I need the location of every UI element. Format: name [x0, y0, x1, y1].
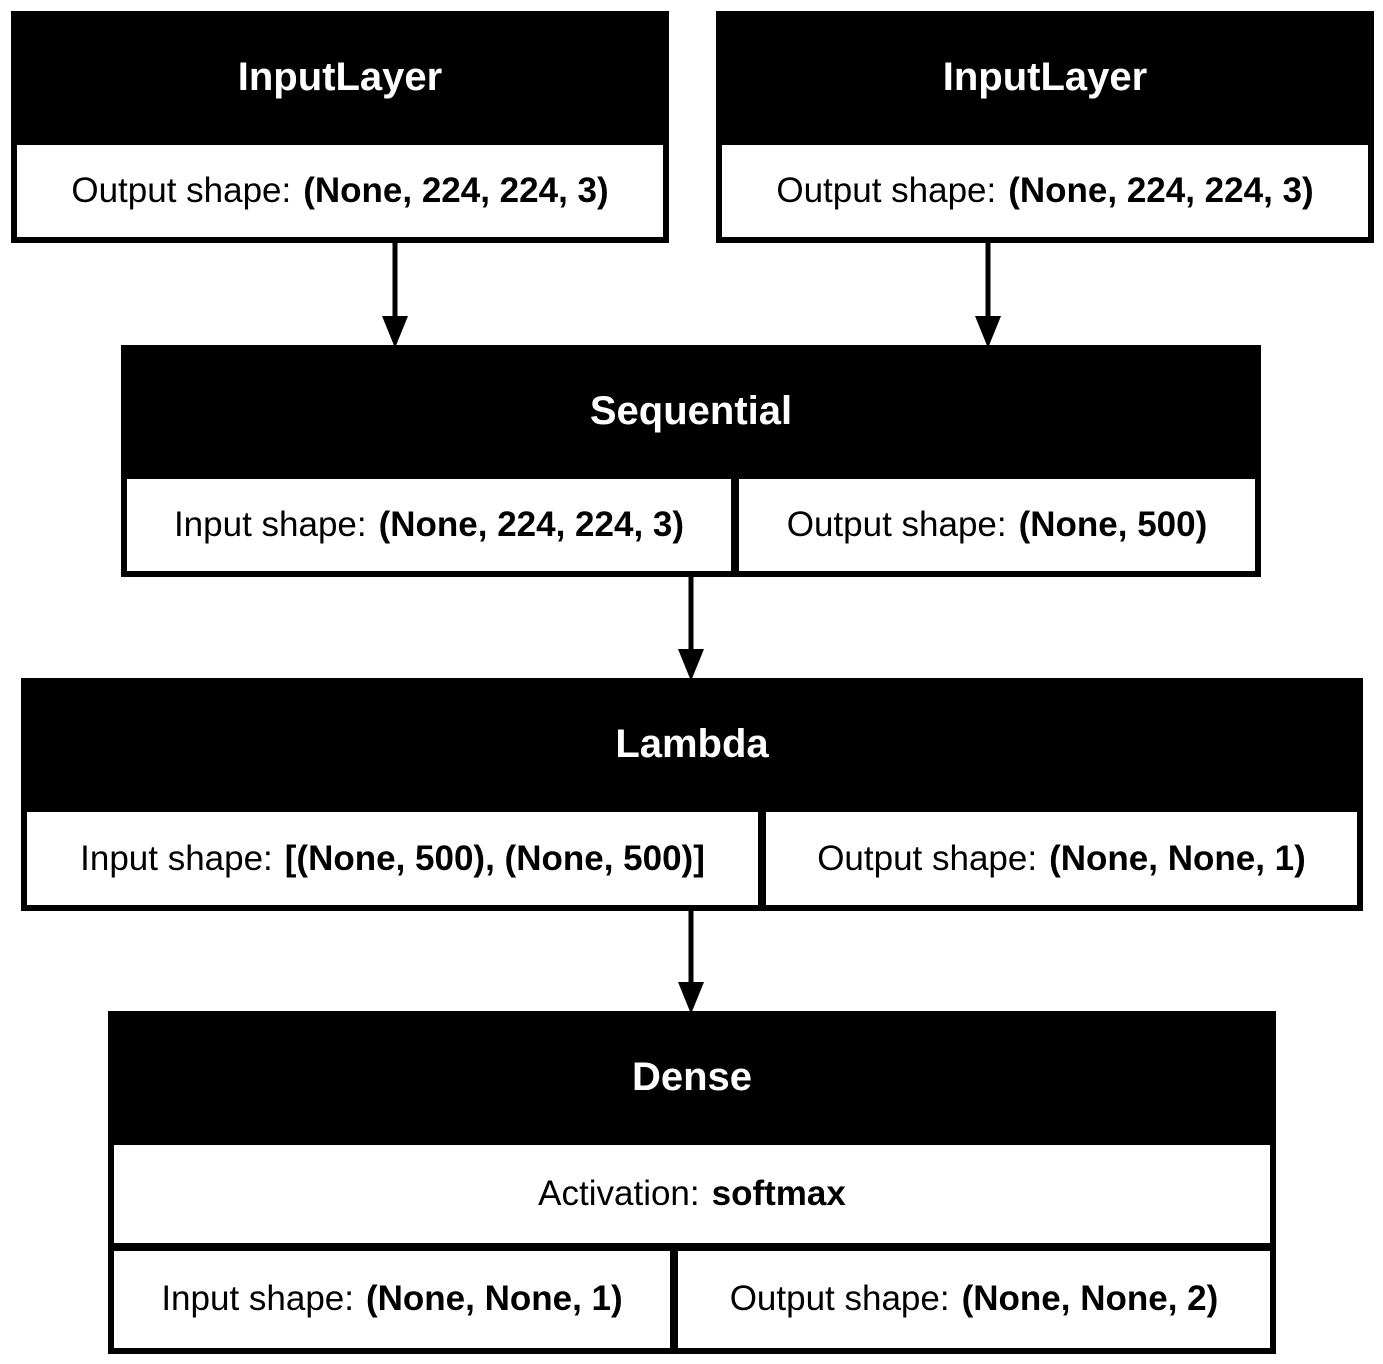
node-shape-row: Input shape: (None, None, 1) Output shap…	[114, 1250, 1270, 1348]
activation-cell: Activation: softmax	[114, 1145, 1270, 1243]
output-shape-cell: Output shape: (None, None, 1)	[766, 812, 1357, 905]
output-shape-label: Output shape:	[786, 505, 1007, 544]
output-shape-label: Output shape:	[817, 838, 1038, 878]
input-shape-label: Input shape:	[80, 838, 273, 878]
node-shape-row: Input shape: (None, 224, 224, 3) Output …	[127, 479, 1255, 571]
arrowhead-icon	[975, 316, 1001, 348]
input-shape-value: (None, 224, 224, 3)	[378, 505, 685, 544]
dense-node: Dense Activation: softmax Input shape: (…	[108, 1011, 1276, 1354]
edge-input-b-to-sequential	[975, 243, 1001, 348]
input-shape-cell: Input shape: (None, None, 1)	[114, 1250, 670, 1348]
output-shape-value: (None, 224, 224, 3)	[303, 171, 609, 210]
input-layer-node-a: InputLayer Output shape: (None, 224, 224…	[11, 11, 669, 243]
input-layer-node-b: InputLayer Output shape: (None, 224, 224…	[716, 11, 1374, 243]
input-shape-cell: Input shape: (None, 224, 224, 3)	[127, 479, 731, 571]
output-shape-value: (None, 224, 224, 3)	[1008, 171, 1314, 210]
output-shape-value: (None, 500)	[1018, 505, 1208, 544]
input-shape-value: (None, None, 1)	[365, 1279, 623, 1319]
edge-sequential-to-lambda	[678, 577, 704, 681]
input-shape-value: [(None, 500), (None, 500)]	[284, 838, 705, 878]
arrowhead-icon	[678, 649, 704, 681]
lambda-node: Lambda Input shape: [(None, 500), (None,…	[21, 678, 1363, 911]
node-title: InputLayer	[942, 54, 1148, 99]
output-shape-label: Output shape:	[776, 171, 997, 210]
output-shape-cell: Output shape: (None, None, 2)	[678, 1250, 1270, 1348]
node-shape-row: Input shape: [(None, 500), (None, 500)] …	[27, 812, 1357, 905]
sequential-node: Sequential Input shape: (None, 224, 224,…	[121, 345, 1261, 577]
output-shape-cell: Output shape: (None, 224, 224, 3)	[722, 145, 1368, 237]
node-shape-row: Output shape: (None, 224, 224, 3)	[722, 145, 1368, 237]
input-shape-label: Input shape:	[173, 505, 367, 544]
arrowhead-icon	[678, 982, 704, 1014]
node-title: Lambda	[615, 721, 769, 766]
edge-input-a-to-sequential	[382, 243, 408, 348]
output-shape-cell: Output shape: (None, 500)	[739, 479, 1255, 571]
node-title: Dense	[631, 1054, 753, 1099]
output-shape-label: Output shape:	[71, 171, 292, 210]
output-shape-label: Output shape:	[729, 1279, 950, 1319]
node-shape-row: Output shape: (None, 224, 224, 3)	[17, 145, 663, 237]
output-shape-value: (None, None, 1)	[1049, 838, 1306, 878]
input-shape-label: Input shape:	[161, 1279, 354, 1319]
input-shape-cell: Input shape: [(None, 500), (None, 500)]	[27, 812, 758, 905]
edge-lambda-to-dense	[678, 911, 704, 1014]
node-title: Sequential	[589, 388, 793, 433]
activation-row: Activation: softmax	[114, 1145, 1270, 1243]
output-shape-value: (None, None, 2)	[961, 1279, 1219, 1319]
activation-label: Activation:	[538, 1173, 700, 1213]
output-shape-cell: Output shape: (None, 224, 224, 3)	[17, 145, 663, 237]
activation-value: softmax	[711, 1173, 846, 1213]
node-title: InputLayer	[237, 54, 443, 99]
arrowhead-icon	[382, 316, 408, 348]
